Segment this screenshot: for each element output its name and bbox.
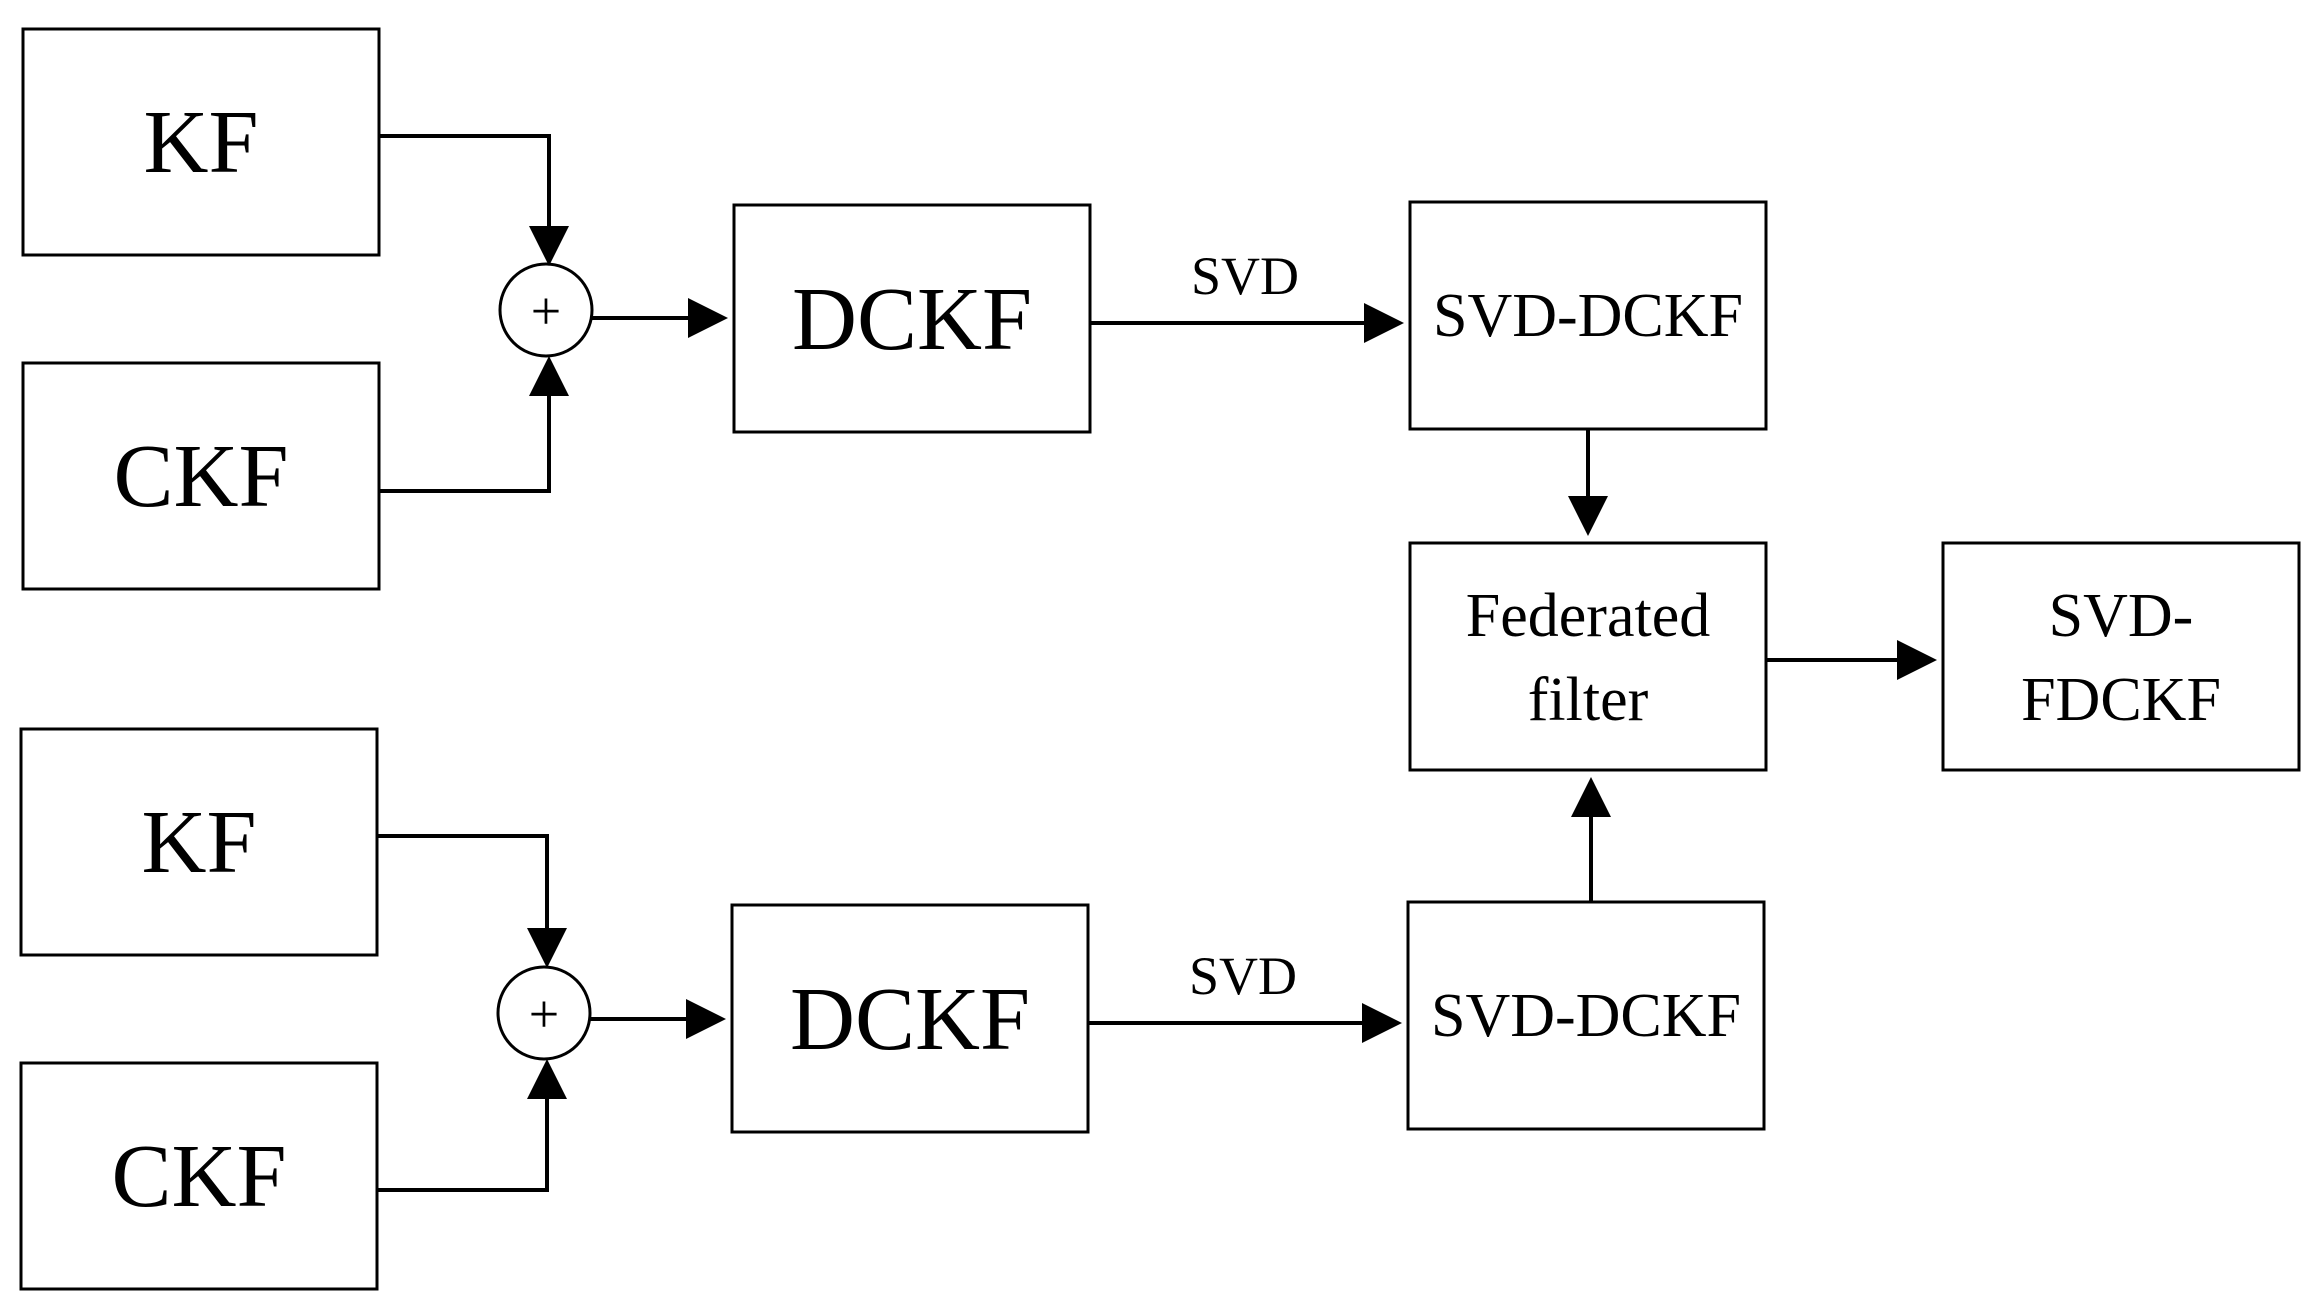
svd-dckf-label-top: SVD-DCKF [1433, 282, 1743, 350]
output-label-line2: FDCKF [2021, 666, 2221, 734]
kf-label-bottom: KF [141, 793, 256, 892]
connector-kf-to-sum-bottom [377, 834, 567, 968]
dckf-label-top: DCKF [792, 270, 1032, 369]
ckf-label-top: CKF [113, 427, 288, 526]
federated-label-line2: filter [1528, 666, 1649, 734]
dckf-label-bottom: DCKF [790, 970, 1030, 1069]
sum-junction-bottom: + [496, 965, 592, 1061]
connector-ckf-to-sum-top [379, 356, 569, 493]
dckf-block-top: DCKF [732, 203, 1092, 434]
connector-ckf-to-sum-bottom [377, 1059, 567, 1192]
svd-dckf-block-bottom: SVD-DCKF [1406, 900, 1766, 1131]
kf-block-top: KF [21, 27, 381, 257]
connector-kf-to-sum-top [379, 134, 569, 266]
svd-fdckf-output-block: SVD- FDCKF [1941, 541, 2301, 772]
dckf-block-bottom: DCKF [730, 903, 1090, 1134]
federated-filter-block: Federated filter [1408, 541, 1768, 772]
sum-junction-top: + [498, 262, 594, 358]
svd-dckf-block-top: SVD-DCKF [1408, 200, 1768, 431]
ckf-block-bottom: CKF [19, 1061, 379, 1291]
edge-label-svd-bottom: SVD [1189, 946, 1297, 1006]
federated-label-line1: Federated [1466, 582, 1710, 650]
edge-label-svd-top: SVD [1191, 246, 1299, 306]
svd-dckf-label-bottom: SVD-DCKF [1431, 982, 1741, 1050]
kf-block-bottom: KF [19, 727, 379, 957]
output-label-line1: SVD- [2049, 582, 2194, 650]
ckf-block-top: CKF [21, 361, 381, 591]
plus-icon-top: + [531, 281, 561, 341]
plus-icon-bottom: + [529, 984, 559, 1044]
kf-label-top: KF [143, 93, 258, 192]
ckf-label-bottom: CKF [111, 1127, 286, 1226]
